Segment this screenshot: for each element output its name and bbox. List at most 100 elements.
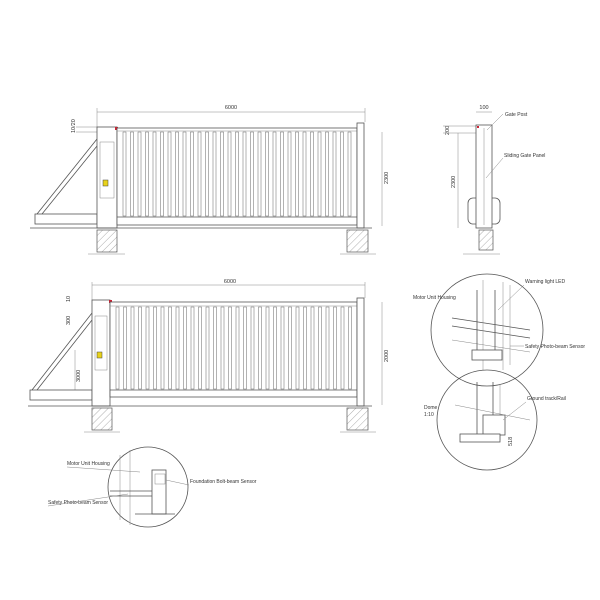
- picket: [272, 131, 277, 217]
- end-post: [356, 122, 365, 229]
- lower-dimension: 3000: [76, 370, 82, 382]
- height-dimension: 2300: [451, 176, 457, 188]
- label-motor-housing: Motor Unit Housing: [413, 295, 456, 301]
- picket: [340, 306, 345, 390]
- picket: [257, 131, 262, 217]
- picket: [288, 306, 292, 390]
- bottom-elevation: 6000 10 300 3000 2000: [28, 279, 390, 433]
- picket: [302, 131, 307, 217]
- picket: [220, 131, 224, 217]
- picket: [235, 306, 240, 390]
- footing-right: [346, 407, 369, 431]
- picket: [348, 306, 352, 390]
- picket: [310, 306, 315, 390]
- label-gate-post: Gate Post: [505, 112, 528, 118]
- upper-dimension: 300: [66, 316, 72, 325]
- picket: [287, 131, 292, 217]
- footing-left: [96, 229, 118, 253]
- picket: [138, 306, 142, 390]
- picket: [340, 131, 344, 217]
- picket: [273, 306, 277, 390]
- picket: [227, 131, 232, 217]
- top-elevation: 6000 10/20 2300: [30, 105, 390, 255]
- footing-right: [346, 229, 369, 253]
- picket: [130, 306, 135, 390]
- picket: [145, 306, 150, 390]
- label-sliding-gate-panel: Sliding Gate Panel: [504, 153, 545, 159]
- picket: [213, 306, 217, 390]
- picket: [160, 131, 164, 217]
- warning-led: [115, 127, 118, 130]
- picket: [183, 306, 187, 390]
- picket: [325, 131, 329, 217]
- picket: [205, 306, 210, 390]
- label-photo-sensor: Safety Photo-beam Sensor: [48, 500, 108, 506]
- label-ground-track: Ground track/Rail: [527, 396, 566, 402]
- picket: [317, 131, 322, 217]
- picket: [347, 131, 352, 217]
- gate-panel: [109, 301, 358, 398]
- picket: [145, 131, 149, 217]
- picket: [265, 306, 270, 390]
- picket: [205, 131, 209, 217]
- end-post: [356, 297, 365, 407]
- gate-panel: [116, 127, 358, 226]
- detail-rail: Ground track/Rail Dome 1:10 518: [424, 369, 566, 471]
- picket: [212, 131, 217, 217]
- picket: [280, 131, 284, 217]
- picket: [235, 131, 239, 217]
- picket: [197, 131, 202, 217]
- picket: [190, 131, 194, 217]
- picket: [122, 131, 127, 217]
- picket: [318, 306, 322, 390]
- picket: [175, 306, 180, 390]
- label-foundation-sensor: Foundation Bolt-beam Sensor: [190, 479, 257, 485]
- picket: [295, 306, 300, 390]
- picket: [198, 306, 202, 390]
- picket: [160, 306, 165, 390]
- post-width-dimension: 100: [479, 105, 488, 111]
- detail-foundation: Motor Unit Housing Foundation Bolt-beam …: [47, 446, 257, 528]
- height-dimension: 2000: [384, 350, 390, 362]
- footing: [478, 229, 494, 251]
- picket: [115, 306, 120, 390]
- width-dimension: 6000: [225, 105, 237, 111]
- picket: [123, 306, 127, 390]
- footing-left: [91, 407, 113, 431]
- side-view: 100 200 2300 Gate Post Sliding Gate Pane…: [443, 105, 545, 255]
- picket: [190, 306, 195, 390]
- picket: [152, 131, 157, 217]
- control-box: [102, 179, 109, 187]
- picket: [303, 306, 307, 390]
- picket: [250, 131, 254, 217]
- label-scale-name: Dome: [424, 405, 438, 411]
- top-dimension: 200: [445, 126, 451, 135]
- label-warning-light: Warning light LED: [525, 279, 565, 285]
- label-motor-housing: Motor Unit Housing: [67, 461, 110, 467]
- control-box: [96, 351, 103, 359]
- width-dimension: 6000: [224, 279, 236, 285]
- picket: [242, 131, 247, 217]
- label-photo-sensor: Safety Photo-beam Sensor: [525, 344, 585, 350]
- warning-led: [109, 300, 112, 303]
- picket: [220, 306, 225, 390]
- picket: [325, 306, 330, 390]
- ground-beam: [34, 213, 98, 225]
- picket: [243, 306, 247, 390]
- picket: [258, 306, 262, 390]
- picket: [137, 131, 142, 217]
- picket: [265, 131, 269, 217]
- picket: [333, 306, 337, 390]
- picket: [153, 306, 157, 390]
- rail-dimension: 518: [508, 437, 514, 446]
- picket: [168, 306, 172, 390]
- picket: [250, 306, 255, 390]
- picket: [130, 131, 134, 217]
- picket: [175, 131, 179, 217]
- picket: [280, 306, 285, 390]
- top-dimension: 10: [66, 296, 72, 302]
- picket: [332, 131, 337, 217]
- picket: [228, 306, 232, 390]
- picket: [182, 131, 187, 217]
